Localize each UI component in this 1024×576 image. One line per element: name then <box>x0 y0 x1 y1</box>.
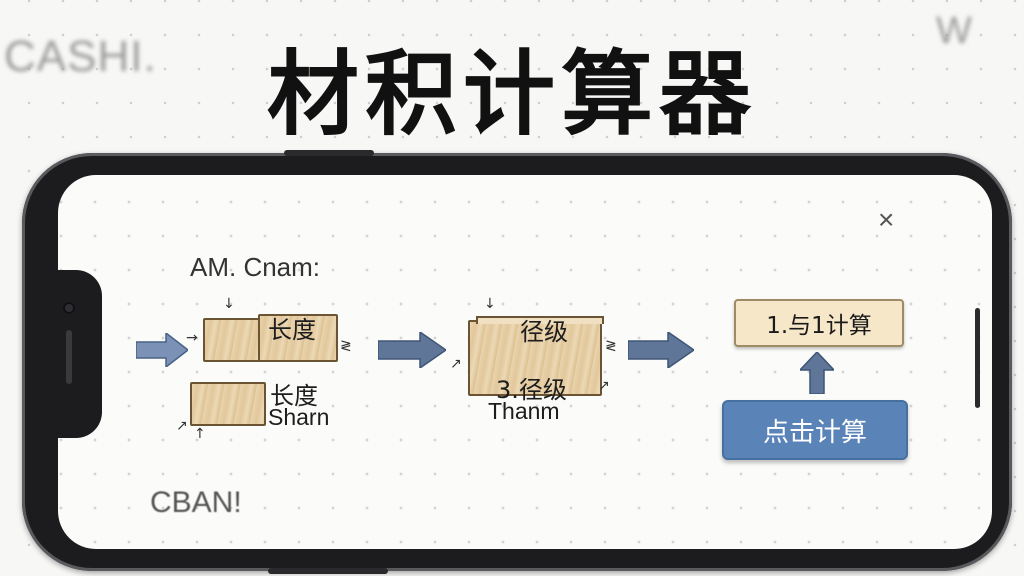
result-display: 1.与1计算 <box>734 299 904 347</box>
page-title: 材积计算器 <box>266 41 757 148</box>
process-block-sub: Thanm <box>488 398 560 424</box>
marker-icon: ↓ <box>223 296 235 312</box>
process-block-bottom-label: 3.径级 <box>496 376 567 404</box>
marker-icon: ↗ <box>598 378 610 394</box>
screen-footer-label: CBAN! <box>150 486 242 519</box>
phone-top-button <box>284 150 374 156</box>
wood-block-icon <box>468 320 602 396</box>
result-label: 1.与1计算 <box>766 313 872 339</box>
input-block-2-label: 长度 <box>270 382 318 410</box>
calculate-button-label: 点击计算 <box>762 417 867 448</box>
marker-icon: → <box>186 330 198 346</box>
marker-icon: ↑ <box>194 426 206 442</box>
arrow-right-icon <box>628 332 694 368</box>
wood-block-top <box>476 316 604 324</box>
phone-bottom-button <box>268 568 388 574</box>
calculate-button[interactable]: 点击计算 <box>722 400 908 460</box>
side-indicator-bar <box>975 308 980 408</box>
corner-left-text: CASHI. <box>4 32 157 81</box>
marker-icon: ≷ <box>340 338 352 354</box>
process-block-top-label: 径级 <box>520 318 568 346</box>
arrow-right-icon <box>136 333 188 367</box>
marker-icon: ↓ <box>484 296 496 312</box>
marker-icon: ↗ <box>176 418 188 434</box>
screen-header-label: AM. Cnam: <box>190 252 321 282</box>
wood-block-icon <box>258 314 338 362</box>
wood-block-icon <box>190 382 266 426</box>
camera-icon <box>63 302 75 314</box>
wood-block-icon <box>203 318 265 362</box>
arrow-right-icon <box>378 332 446 368</box>
corner-right-text: W <box>936 10 973 52</box>
close-icon[interactable]: × <box>878 204 895 235</box>
phone-notch <box>58 270 102 438</box>
input-block-1-label: 长度 <box>268 316 316 344</box>
marker-icon: ↗ <box>450 356 462 372</box>
input-block-2-sub: Sharn <box>268 404 330 430</box>
arrow-up-icon <box>800 352 834 394</box>
speaker-slot <box>66 330 72 384</box>
marker-icon: ≷ <box>605 338 617 354</box>
